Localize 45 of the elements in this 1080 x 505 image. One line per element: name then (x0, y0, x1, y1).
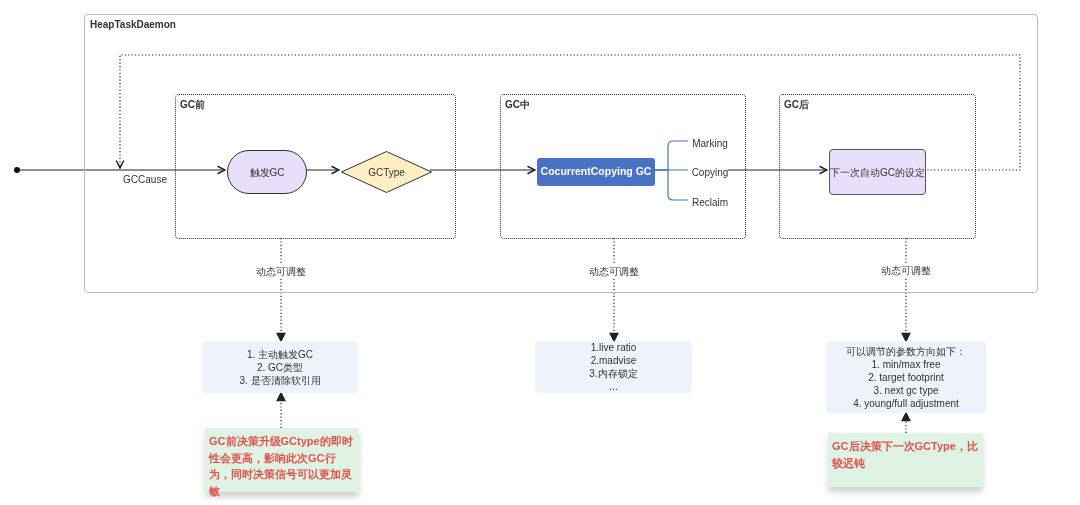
group-title: GC中 (505, 98, 530, 111)
group-title: GC后 (784, 98, 809, 111)
list-item: 1. 主动触发GC (246, 347, 314, 361)
arrow (429, 165, 536, 175)
node-label: CocurrentCopying GC (540, 165, 652, 179)
frame-box (84, 14, 1038, 293)
list-item: 3. next gc type (873, 383, 939, 397)
list-item: 1. min/max free (871, 357, 941, 371)
list-item: 4. young/full adjustment (853, 396, 959, 410)
node-label: GCType (368, 165, 405, 179)
list-item: 3.内存锁定 (589, 367, 638, 380)
list-item: ... (609, 380, 618, 393)
list-item: 3. 是否清除软引用 (239, 373, 321, 387)
edge-label: 动态可调整 (254, 265, 308, 279)
list-item: 2. GC类型 (256, 360, 304, 374)
dotted-arrow (276, 392, 286, 429)
decision-diamond (341, 151, 432, 193)
branch-label: Copying (691, 165, 729, 179)
edge-label: GCCause (121, 173, 169, 185)
sticky-note (828, 433, 983, 487)
process-box (537, 158, 655, 186)
note-text: GC后决策下一次GCType，比较迟钝 (832, 439, 979, 471)
node-label: 下一次自动GC的设定 (830, 165, 925, 179)
group-title: GC前 (180, 98, 205, 111)
note-heading: 可以调节的参数方向如下： (846, 344, 966, 358)
edge-label: 动态可调整 (879, 264, 933, 278)
branch-label: Marking (692, 136, 728, 150)
dotted-arrow (901, 412, 911, 434)
dotted-arrow (115, 54, 1021, 171)
start-dot (14, 167, 20, 173)
arrow (727, 165, 828, 175)
arrow (19, 165, 226, 175)
list-item: 1.live ratio (590, 341, 637, 354)
process-pill (227, 150, 307, 194)
edge-label: 动态可调整 (587, 265, 641, 279)
list-item: 2. target footprint (868, 370, 944, 384)
note-card (826, 341, 986, 413)
branch-label: Reclaim (691, 195, 729, 209)
process-box (829, 149, 926, 195)
frame-title: HeapTaskDaemon (90, 18, 176, 31)
list-item: 2.madvise (590, 354, 637, 367)
note-text: GC前决策升级GCtype的即时性会更高，影响此次GC行为，同时决策信号可以更加灵敏 (209, 434, 354, 499)
node-label: 触发GC (249, 165, 285, 179)
note-card (535, 341, 692, 393)
note-card (202, 341, 358, 393)
